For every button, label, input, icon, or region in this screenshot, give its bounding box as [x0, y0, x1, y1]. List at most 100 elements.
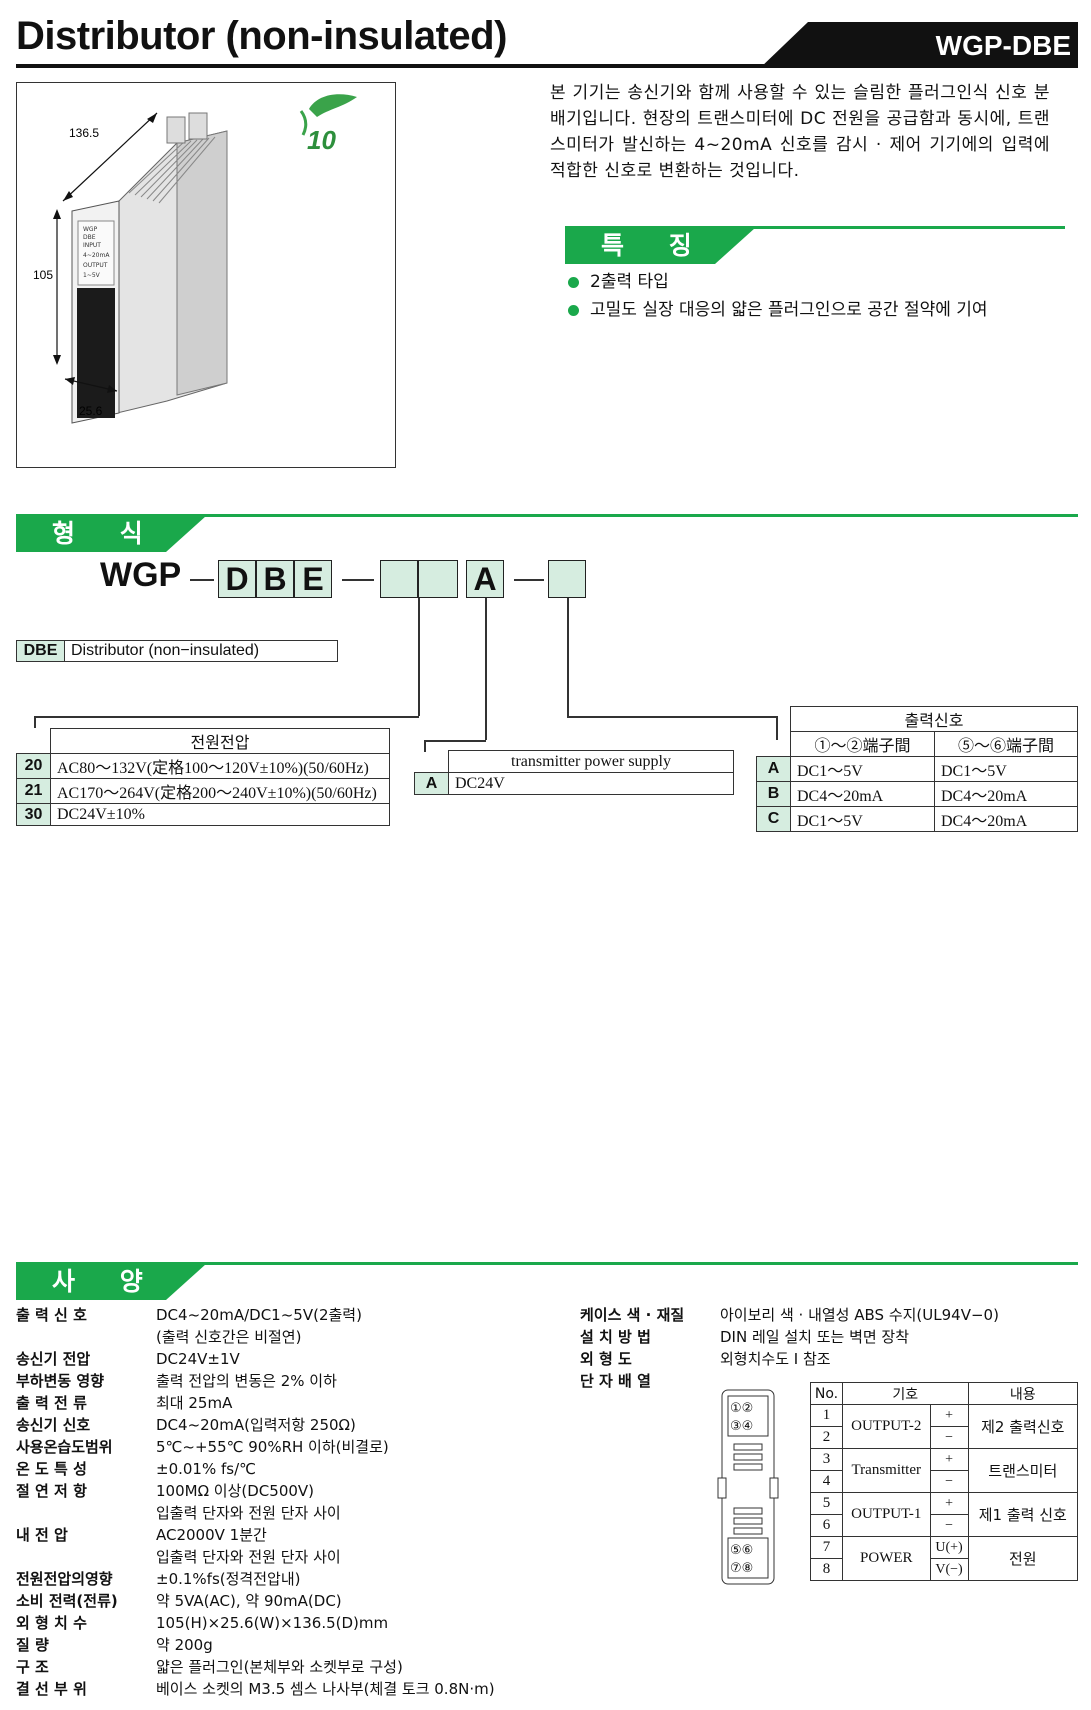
spec-label: 결 선 부 위 [16, 1680, 87, 1698]
terminal-socket-diagram: ①② ③④ ⑤⑥ ⑦⑧ [717, 1389, 779, 1585]
svg-text:OUTPUT: OUTPUT [83, 262, 108, 269]
connector-line [424, 740, 426, 752]
connector-line [34, 716, 36, 728]
terminal-header-symbol: 기호 [842, 1382, 969, 1405]
spec-label [16, 1502, 156, 1524]
model-box-power-1 [380, 560, 418, 598]
dbe-code: DBE [17, 641, 65, 661]
header-rule [16, 64, 1078, 68]
table-row: 4− [810, 1470, 1078, 1493]
spec-label: 단 자 배 열 [580, 1372, 651, 1390]
features-rule [565, 226, 1065, 229]
terminal-header-no: No. [810, 1382, 843, 1405]
svg-text:INPUT: INPUT [83, 242, 101, 249]
spec-value: 105(H)×25.6(W)×136.5(D)mm [156, 1614, 389, 1632]
spec-value: 5℃~+55℃ 90%RH 이하(비결로) [156, 1438, 389, 1456]
spec-label: 전원전압의영향 [16, 1570, 113, 1588]
power-table-header: 전원전압 [50, 728, 390, 754]
spec-label: 출 력 신 호 [16, 1306, 87, 1324]
spec-label: 케이스 색 · 재질 [580, 1306, 685, 1324]
spec-row: 입출력 단자와 전원 단자 사이 [16, 1502, 495, 1524]
spec-row: 질 량 약 200g [16, 1634, 495, 1656]
transmitter-power-table: transmitter power supply A DC24V [414, 750, 734, 795]
connector-line [567, 716, 777, 718]
spec-label: 질 량 [16, 1636, 49, 1654]
output-signal-table: 출력신호 ①～②端子間 ⑤～⑥端子間 A DC1～5V DC1～5V B DC4… [756, 706, 1078, 832]
spec-value: DC4~20mA(입력저항 250Ω) [156, 1416, 356, 1434]
table-row: C DC1～5V DC4～20mA [756, 806, 1078, 832]
spec-row: (출력 신호간은 비절연) [16, 1326, 495, 1348]
spec-value: 약 200g [156, 1636, 213, 1654]
table-row: 21 AC170～264V(定格200～240V±10%)(50/60Hz) [16, 778, 390, 804]
power-voltage-table: 전원전압 20 AC80～132V(定格100～120V±10%)(50/60H… [16, 728, 390, 826]
spec-row: 단 자 배 열 [580, 1370, 999, 1392]
spec-row: 입출력 단자와 전원 단자 사이 [16, 1546, 495, 1568]
socket-label: ③④ [730, 1419, 753, 1434]
spec-value: 베이스 소켓의 M3.5 셈스 나사부(체결 토크 0.8N·m) [156, 1680, 495, 1698]
spec-value: 아이보리 색 · 내열성 ABS 수지(UL94V−0) [720, 1306, 999, 1324]
spec-label: 설 치 방 법 [580, 1328, 651, 1346]
spec-label [16, 1326, 156, 1348]
table-row: 30 DC24V±10% [16, 803, 390, 826]
connector-line [567, 598, 569, 716]
spec-value: 입출력 단자와 전원 단자 사이 [156, 1548, 341, 1566]
terminal-header-desc: 내용 [967, 1382, 1079, 1405]
spec-value: ±0.1%fs(정격전압내) [156, 1570, 301, 1588]
socket-label: ⑦⑧ [730, 1561, 753, 1576]
spec-value: 얇은 플러그인(본체부와 소켓부로 구성) [156, 1658, 403, 1676]
table-row: 2− [810, 1426, 1078, 1449]
connector-line [424, 740, 486, 742]
dim-depth: 136.5 [69, 126, 99, 140]
spec-label: 온 도 특 성 [16, 1460, 87, 1478]
dash [190, 579, 214, 581]
model-box-power-2 [418, 560, 458, 598]
connector-line [485, 598, 487, 740]
spec-label: 외 형 도 [580, 1350, 632, 1368]
spec-row: 전원전압의영향 ±0.1%fs(정격전압내) [16, 1568, 495, 1590]
spec-value: DC24V±1V [156, 1350, 240, 1368]
spec-label [16, 1546, 156, 1568]
spec-value: DIN 레일 설치 또는 벽면 장착 [720, 1328, 910, 1346]
features-heading: 특 징 [565, 228, 755, 264]
product-photo-box: WGP DBE INPUT 4~20mA OUTPUT 1~5V 136.5 1… [16, 82, 396, 468]
spec-value: 출력 전압의 변동은 2% 이하 [156, 1372, 337, 1390]
spec-row: 결 선 부 위 베이스 소켓의 M3.5 셈스 나사부(체결 토크 0.8N·m) [16, 1678, 495, 1700]
spec-value: DC4~20mA/DC1~5V(2출력) [156, 1306, 362, 1324]
dash [514, 579, 544, 581]
svg-text:DBE: DBE [83, 234, 96, 241]
connector-line [34, 716, 419, 718]
page-title: Distributor (non-insulated) [16, 14, 507, 58]
spec-value: 최대 25mA [156, 1394, 233, 1412]
spec-label: 부하변동 영향 [16, 1372, 105, 1390]
table-row: A DC1～5V DC1～5V [756, 756, 1078, 782]
spec-label: 절 연 저 항 [16, 1482, 87, 1500]
spec-label: 소비 전력(전류) [16, 1592, 118, 1610]
product-description: 본 기기는 송신기와 함께 사용할 수 있는 슬림한 플러그인식 신호 분배기입… [550, 83, 1050, 181]
model-letter-e: E [294, 560, 332, 598]
model-prefix: WGP [100, 556, 182, 594]
specs-heading: 사 양 [16, 1264, 206, 1300]
dash [342, 579, 374, 581]
output-table-header: 출력신호 [790, 706, 1078, 732]
spec-label: 외 형 치 수 [16, 1614, 87, 1632]
spec-row: 소비 전력(전류) 약 5VA(AC), 약 90mA(DC) [16, 1590, 495, 1612]
output-col2-header: ⑤～⑥端子間 [934, 731, 1078, 757]
svg-text:WGP: WGP [83, 226, 98, 233]
model-heading: 형 식 [16, 516, 206, 552]
model-tab [760, 22, 1078, 68]
model-code: WGP-DBE [935, 30, 1071, 61]
specs-left-column: 출 력 신 호 DC4~20mA/DC1~5V(2출력) (출력 신호간은 비절연)… [16, 1304, 495, 1700]
front-label: WGP DBE INPUT 4~20mA OUTPUT 1~5V [83, 226, 110, 279]
spec-row: 외 형 치 수 105(H)×25.6(W)×136.5(D)mm [16, 1612, 495, 1634]
spec-row: 출 력 신 호 DC4~20mA/DC1~5V(2출력) [16, 1304, 495, 1326]
spec-value: 약 5VA(AC), 약 90mA(DC) [156, 1592, 342, 1610]
